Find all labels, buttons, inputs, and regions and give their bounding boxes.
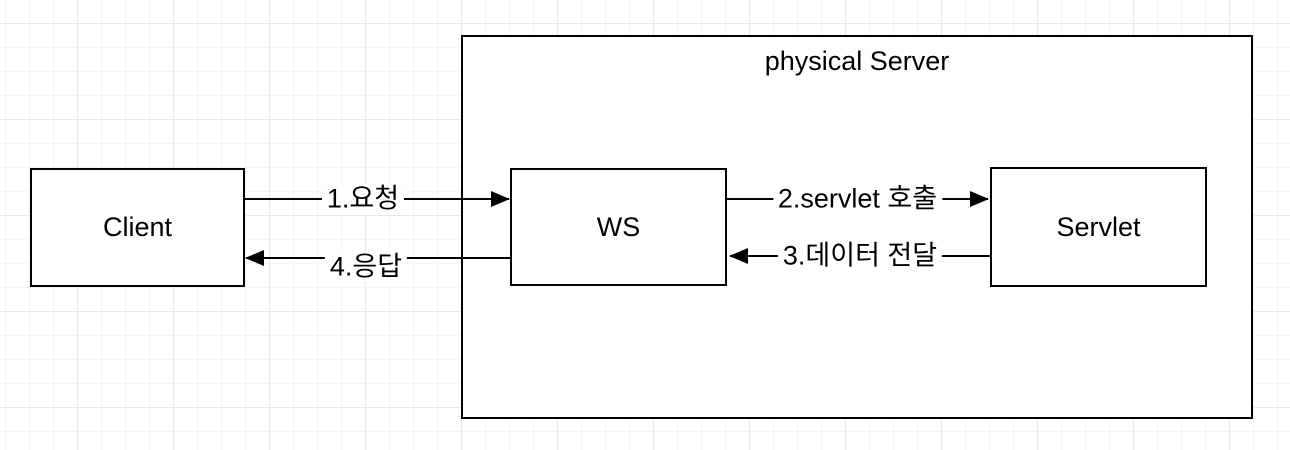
client-node-label: Client <box>102 212 173 242</box>
ws-node: WS <box>510 168 727 286</box>
edge-data-transfer-label: 3.데이터 전달 <box>777 240 943 272</box>
physical-server-label: physical Server <box>764 46 950 76</box>
servlet-node: Servlet <box>990 167 1207 287</box>
ws-node-label: WS <box>596 211 641 242</box>
edge-response-label: 4.응답 <box>324 251 408 283</box>
edge-servlet-call-label: 2.servlet 호출 <box>772 183 943 215</box>
arrowhead-left-icon <box>245 250 264 266</box>
arrowhead-right-icon <box>970 191 989 207</box>
servlet-node-label: Servlet <box>1056 211 1141 242</box>
arrowhead-right-icon <box>491 191 510 207</box>
client-node: Client <box>30 168 245 287</box>
edge-request-label: 1.요청 <box>321 183 405 215</box>
arrowhead-left-icon <box>729 248 748 264</box>
